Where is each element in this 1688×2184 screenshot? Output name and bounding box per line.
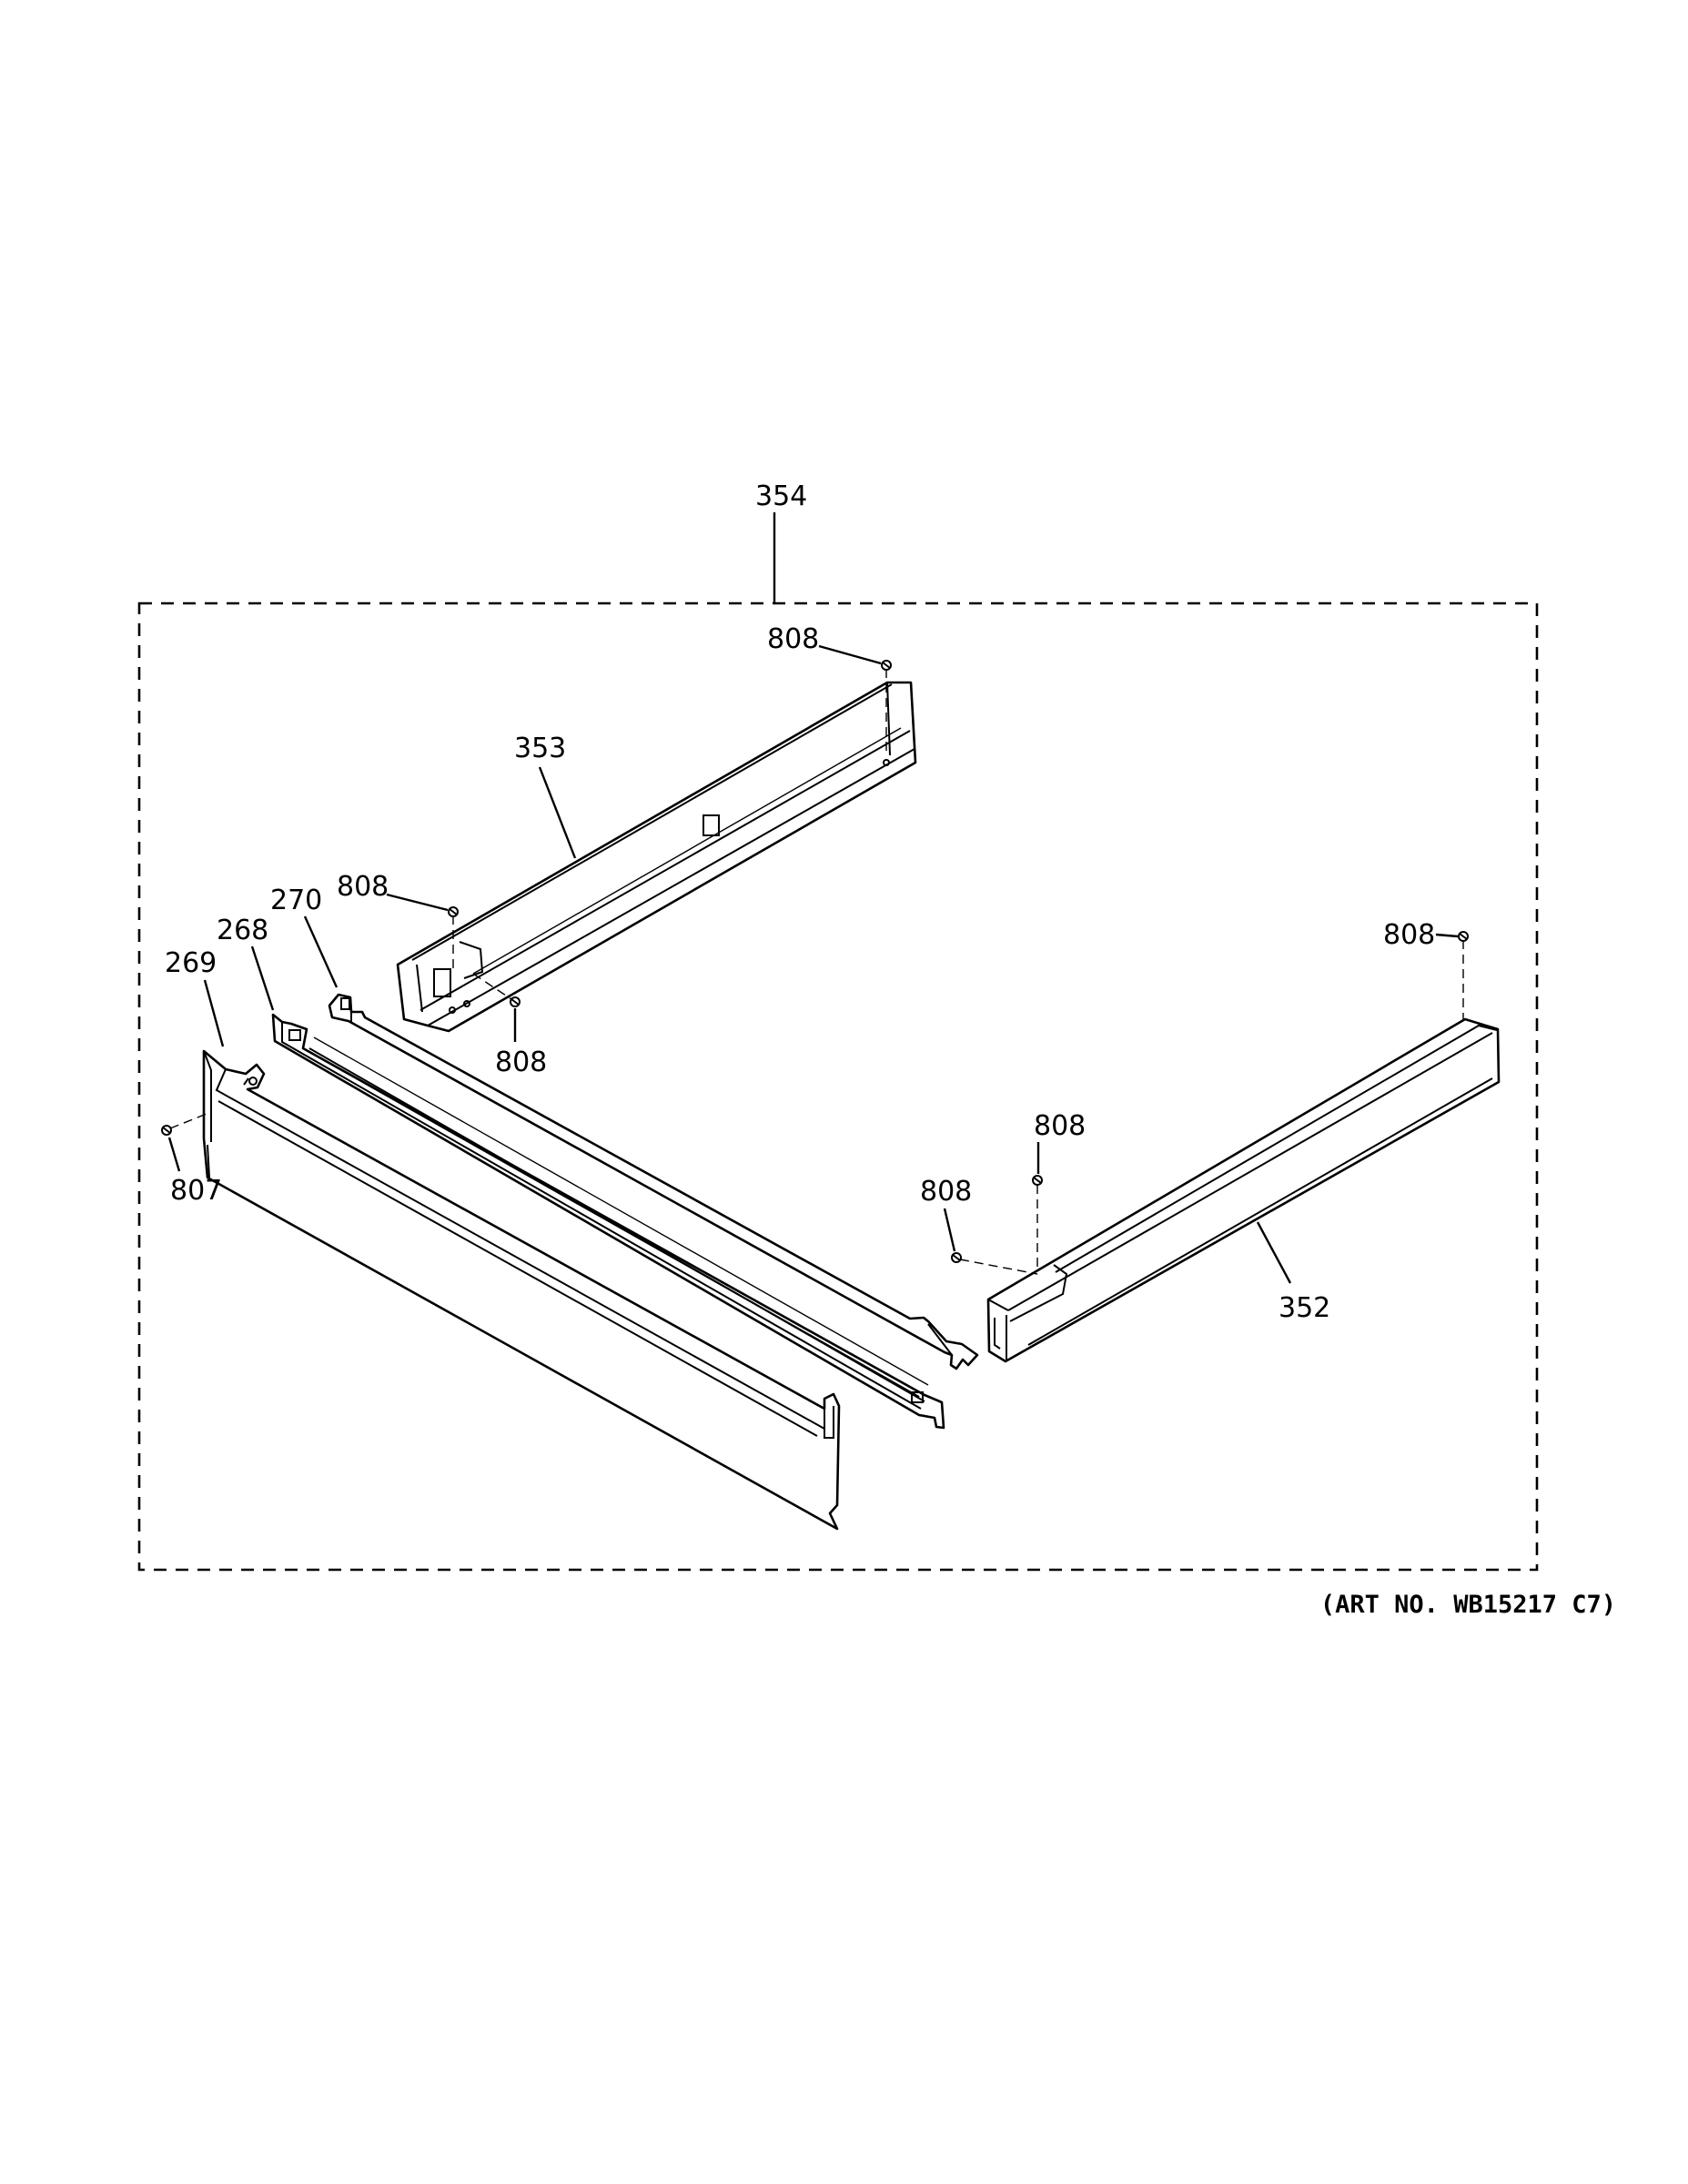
callout-808-left-lower: 808 [495,1046,547,1078]
leader-268 [250,945,275,1011]
callout-807: 807 [170,1175,222,1207]
callout-808-top: 808 [767,623,819,655]
callout-808-left-upper: 808 [337,871,389,903]
callout-808-mid-upper: 808 [1034,1110,1086,1142]
leader-808-left-upper [386,893,449,912]
leader-808-mid-lower [943,1208,956,1252]
part-352-rail[interactable] [986,1017,1501,1363]
callout-270: 270 [270,885,322,916]
callout-269: 269 [165,947,217,979]
part-353-bracket[interactable] [396,681,917,1033]
callout-354: 354 [755,480,807,512]
screw-808-mid-upper-icon[interactable] [1032,1175,1043,1269]
screw-808-mid-lower-icon[interactable] [951,1252,1038,1275]
assembly-boundary [137,602,1539,1572]
leader-808-right [1435,933,1459,938]
part-269-panel[interactable] [202,1049,841,1531]
part-268-trim[interactable] [271,1013,945,1430]
callout-808-right: 808 [1383,919,1435,951]
screw-807-icon[interactable] [161,1111,212,1136]
screw-808-left-upper-icon[interactable] [448,906,459,969]
leader-807 [167,1137,181,1172]
callout-268: 268 [217,915,268,946]
screw-808-left-lower-icon[interactable] [472,973,521,1007]
art-number: (ART NO. WB15217 C7) [1320,1591,1616,1619]
callout-352: 352 [1279,1292,1330,1324]
leader-270 [303,915,339,988]
screw-808-top-icon[interactable] [881,660,892,755]
leader-353 [538,766,577,859]
screw-808-right-icon[interactable] [1458,931,1469,1019]
leader-808-top [818,644,882,665]
part-270-strip[interactable] [328,993,979,1370]
callout-808-mid-lower: 808 [920,1176,972,1208]
callout-353: 353 [514,733,566,764]
leader-269 [203,979,225,1047]
leader-352 [1256,1221,1292,1284]
